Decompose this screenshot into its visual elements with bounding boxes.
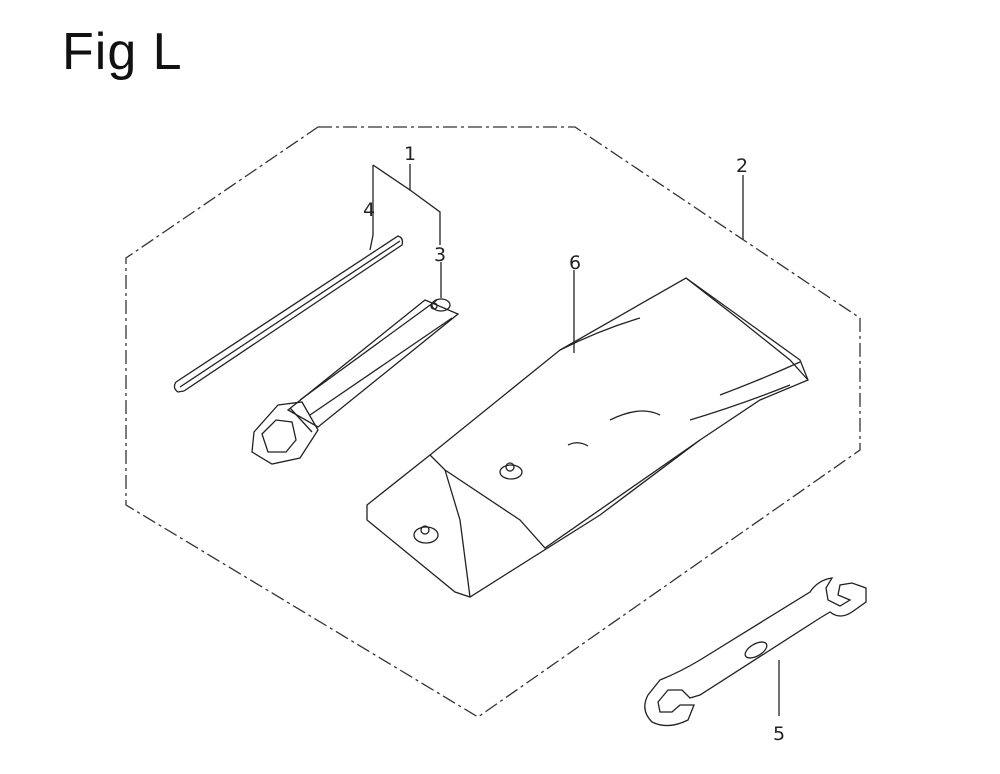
callout-4: 4 [363,199,375,221]
callout-1: 1 [404,143,416,165]
extension-rod-part [173,235,404,393]
leader-lines [369,164,780,716]
callout-3: 3 [434,244,446,266]
spark-plug-wrench-part [251,298,460,465]
tool-bag-part [366,277,809,598]
figure-title: Fig L [62,23,183,81]
callout-6: 6 [569,252,581,274]
callout-2: 2 [736,155,748,177]
open-end-wrench-part [644,577,867,727]
callout-5: 5 [773,723,785,745]
